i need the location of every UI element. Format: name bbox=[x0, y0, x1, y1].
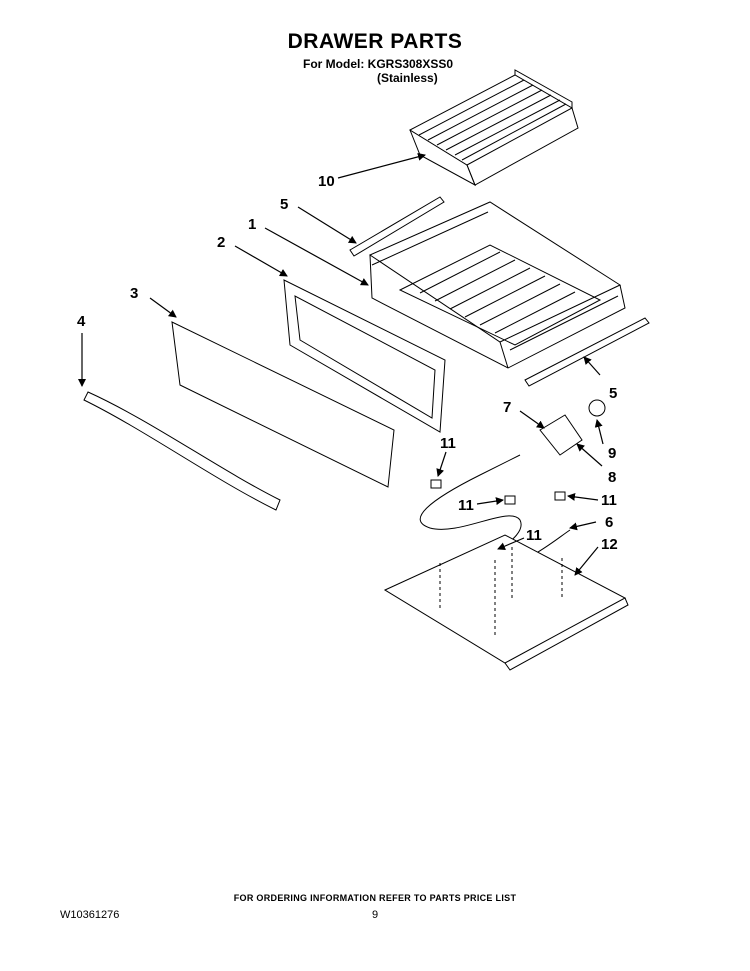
element-clip-1 bbox=[430, 479, 442, 489]
model-line: For Model: KGRS308XSS0 bbox=[303, 57, 454, 71]
callout-7: 7 bbox=[503, 399, 511, 416]
drawer-slide-right bbox=[524, 317, 650, 387]
drawer-slide-left bbox=[349, 196, 445, 257]
element-clip-3 bbox=[554, 491, 566, 501]
callout-11-bottom: 11 bbox=[526, 527, 542, 544]
inner-door-panel bbox=[283, 279, 446, 433]
callout-12: 12 bbox=[601, 536, 618, 553]
thermal-switch bbox=[588, 399, 606, 417]
element-clip-2 bbox=[504, 495, 516, 505]
page-number: 9 bbox=[372, 909, 379, 921]
callout-8: 8 bbox=[608, 469, 616, 486]
callout-11-top: 11 bbox=[440, 435, 456, 452]
callout-3: 3 bbox=[130, 285, 138, 302]
callout-4: 4 bbox=[77, 313, 86, 330]
callout-6: 6 bbox=[605, 514, 613, 531]
callout-9: 9 bbox=[608, 445, 616, 462]
outer-door-panel bbox=[171, 321, 395, 488]
callout-2: 2 bbox=[217, 234, 225, 251]
callout-5-left: 5 bbox=[280, 196, 288, 213]
ordering-info: FOR ORDERING INFORMATION REFER TO PARTS … bbox=[233, 893, 517, 903]
callout-11-right: 11 bbox=[601, 492, 617, 509]
switch-bracket bbox=[539, 414, 583, 456]
drawer-body bbox=[368, 201, 626, 369]
bottom-plate bbox=[383, 534, 627, 664]
broiler-rack bbox=[408, 69, 579, 187]
finish-line: (Stainless) bbox=[377, 71, 438, 85]
callout-5-right: 5 bbox=[609, 385, 617, 402]
door-handle bbox=[83, 391, 281, 511]
document-number: W10361276 bbox=[60, 909, 120, 921]
callout-11-left: 11 bbox=[458, 497, 474, 514]
callout-1: 1 bbox=[248, 216, 256, 233]
page-title: DRAWER PARTS bbox=[287, 30, 463, 53]
callout-10: 10 bbox=[318, 173, 335, 190]
